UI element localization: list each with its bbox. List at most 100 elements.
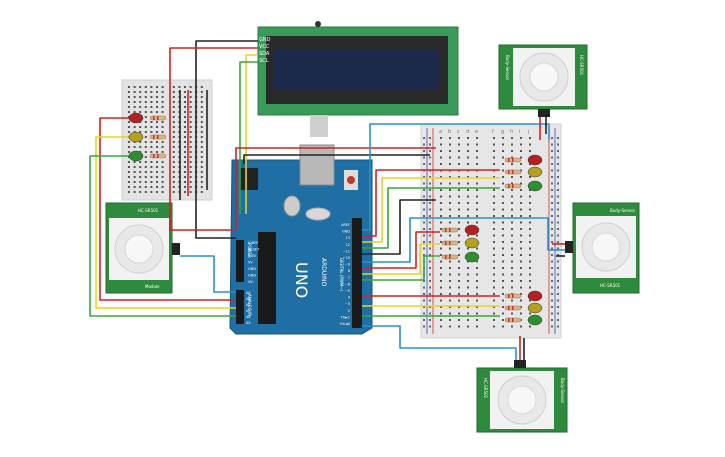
breadboard-hole: [493, 299, 495, 302]
breadboard-hole: [529, 325, 531, 328]
mini-breadboard-hole: [184, 91, 186, 93]
breadboard-hole: [502, 163, 504, 165]
mini-breadboard-hole: [150, 191, 153, 193]
mini-breadboard-hole: [184, 141, 186, 143]
arduino-pin-label: 4: [348, 296, 351, 300]
breadboard-rail-hole: [551, 241, 553, 243]
breadboard-hole: [467, 234, 469, 237]
mini-breadboard-hole: [156, 171, 158, 173]
breadboard-hole: [440, 247, 442, 250]
breadboard-rail-hole: [423, 163, 425, 165]
breadboard-hole: [493, 221, 495, 224]
mini-breadboard-hole: [133, 181, 136, 183]
breadboard-rail-hole: [557, 293, 559, 295]
breadboard-hole: [511, 195, 513, 198]
breadboard-hole: [511, 215, 513, 217]
breadboard-hole: [476, 299, 478, 302]
mini-breadboard-hole: [156, 146, 158, 148]
mini-breadboard-hole: [150, 131, 153, 133]
breadboard-hole: [440, 163, 442, 165]
breadboard-hole: [511, 247, 513, 250]
breadboard-hole: [440, 137, 442, 139]
breadboard-hole: [520, 189, 522, 191]
breadboard-hole: [458, 176, 460, 178]
breadboard-hole: [458, 254, 460, 256]
breadboard-hole: [502, 286, 504, 289]
breadboard-hole: [449, 163, 451, 165]
breadboard-column-letter: h: [510, 129, 513, 135]
breadboard-rail-hole: [557, 182, 559, 185]
mini-breadboard-hole: [144, 156, 147, 158]
breadboard-hole: [449, 156, 451, 159]
breadboard-rail-hole: [557, 208, 559, 211]
breadboard-hole: [449, 215, 451, 217]
breadboard-hole: [476, 273, 478, 276]
mini-breadboard-hole: [161, 126, 164, 128]
mini-breadboard-hole: [139, 166, 142, 168]
mini-breadboard-hole: [133, 191, 136, 193]
arduino-pin-label: 2: [348, 309, 350, 313]
arduino-pin-label: TX►1: [340, 315, 350, 319]
resistor-band: [508, 184, 510, 188]
mini-breadboard-hole: [150, 106, 153, 108]
breadboard-rail-hole: [551, 273, 553, 276]
mini-breadboard-hole: [144, 136, 147, 138]
arduino-pin-label: 12: [346, 243, 350, 247]
breadboard-rail-hole: [423, 208, 425, 211]
arduino-pin-label: ~9: [345, 263, 350, 267]
breadboard-hole: [502, 319, 504, 321]
breadboard-hole: [440, 306, 442, 308]
breadboard-rail-hole: [557, 150, 559, 152]
mini-breadboard-hole: [161, 96, 164, 98]
breadboard-hole: [467, 137, 469, 139]
mini-breadboard-hole: [200, 106, 203, 108]
breadboard-hole: [467, 267, 469, 269]
breadboard-hole: [511, 234, 513, 237]
breadboard-hole: [476, 221, 478, 224]
mini-breadboard-hole: [172, 96, 175, 98]
mini-breadboard-hole: [184, 191, 186, 193]
mini-breadboard-hole: [189, 136, 192, 138]
breadboard-rail-hole: [423, 280, 425, 282]
breadboard-rail-hole: [429, 150, 431, 152]
breadboard-rail-hole: [557, 234, 559, 237]
breadboard-hole: [520, 254, 522, 256]
breadboard-hole: [493, 280, 495, 282]
breadboard-hole: [440, 156, 442, 159]
mini-breadboard-hole: [184, 156, 186, 158]
breadboard-hole: [511, 241, 513, 243]
breadboard-rail-hole: [551, 195, 553, 198]
arduino-pin-label: A1: [246, 297, 251, 301]
mini-breadboard-hole: [128, 181, 130, 183]
breadboard-hole: [493, 260, 495, 263]
breadboard-hole: [440, 221, 442, 224]
breadboard-rail-hole: [423, 143, 425, 146]
breadboard-hole: [511, 189, 513, 191]
led: [128, 131, 144, 143]
mini-breadboard-hole: [150, 91, 153, 93]
mini-breadboard-hole: [184, 136, 186, 138]
mini-breadboard-hole: [184, 101, 186, 103]
breadboard-hole: [502, 221, 504, 224]
resistor-band: [508, 158, 510, 162]
mini-breadboard-hole: [184, 116, 186, 118]
mini-breadboard-hole: [144, 186, 147, 188]
breadboard-hole: [493, 215, 495, 217]
mini-breadboard-hole: [150, 96, 153, 98]
pir-sensor-bottom: HC-SR501 Body-Sensor: [476, 360, 568, 433]
mini-breadboard-hole: [200, 156, 203, 158]
mini-breadboard-hole: [128, 166, 130, 168]
mini-breadboard-hole: [156, 111, 158, 113]
mini-breadboard-hole: [172, 106, 175, 108]
breadboard-hole: [440, 234, 442, 237]
breadboard-hole: [449, 189, 451, 191]
arduino-pin-label: A0: [246, 291, 251, 295]
breadboard-rail-hole: [557, 169, 559, 172]
breadboard-rail-hole: [429, 286, 431, 289]
arduino-pin-label: RESET: [248, 248, 260, 252]
breadboard-hole: [511, 286, 513, 289]
resistor-band: [512, 306, 514, 310]
breadboard-hole: [449, 195, 451, 198]
mini-breadboard-hole: [161, 161, 164, 163]
breadboard-rail-hole: [557, 221, 559, 224]
